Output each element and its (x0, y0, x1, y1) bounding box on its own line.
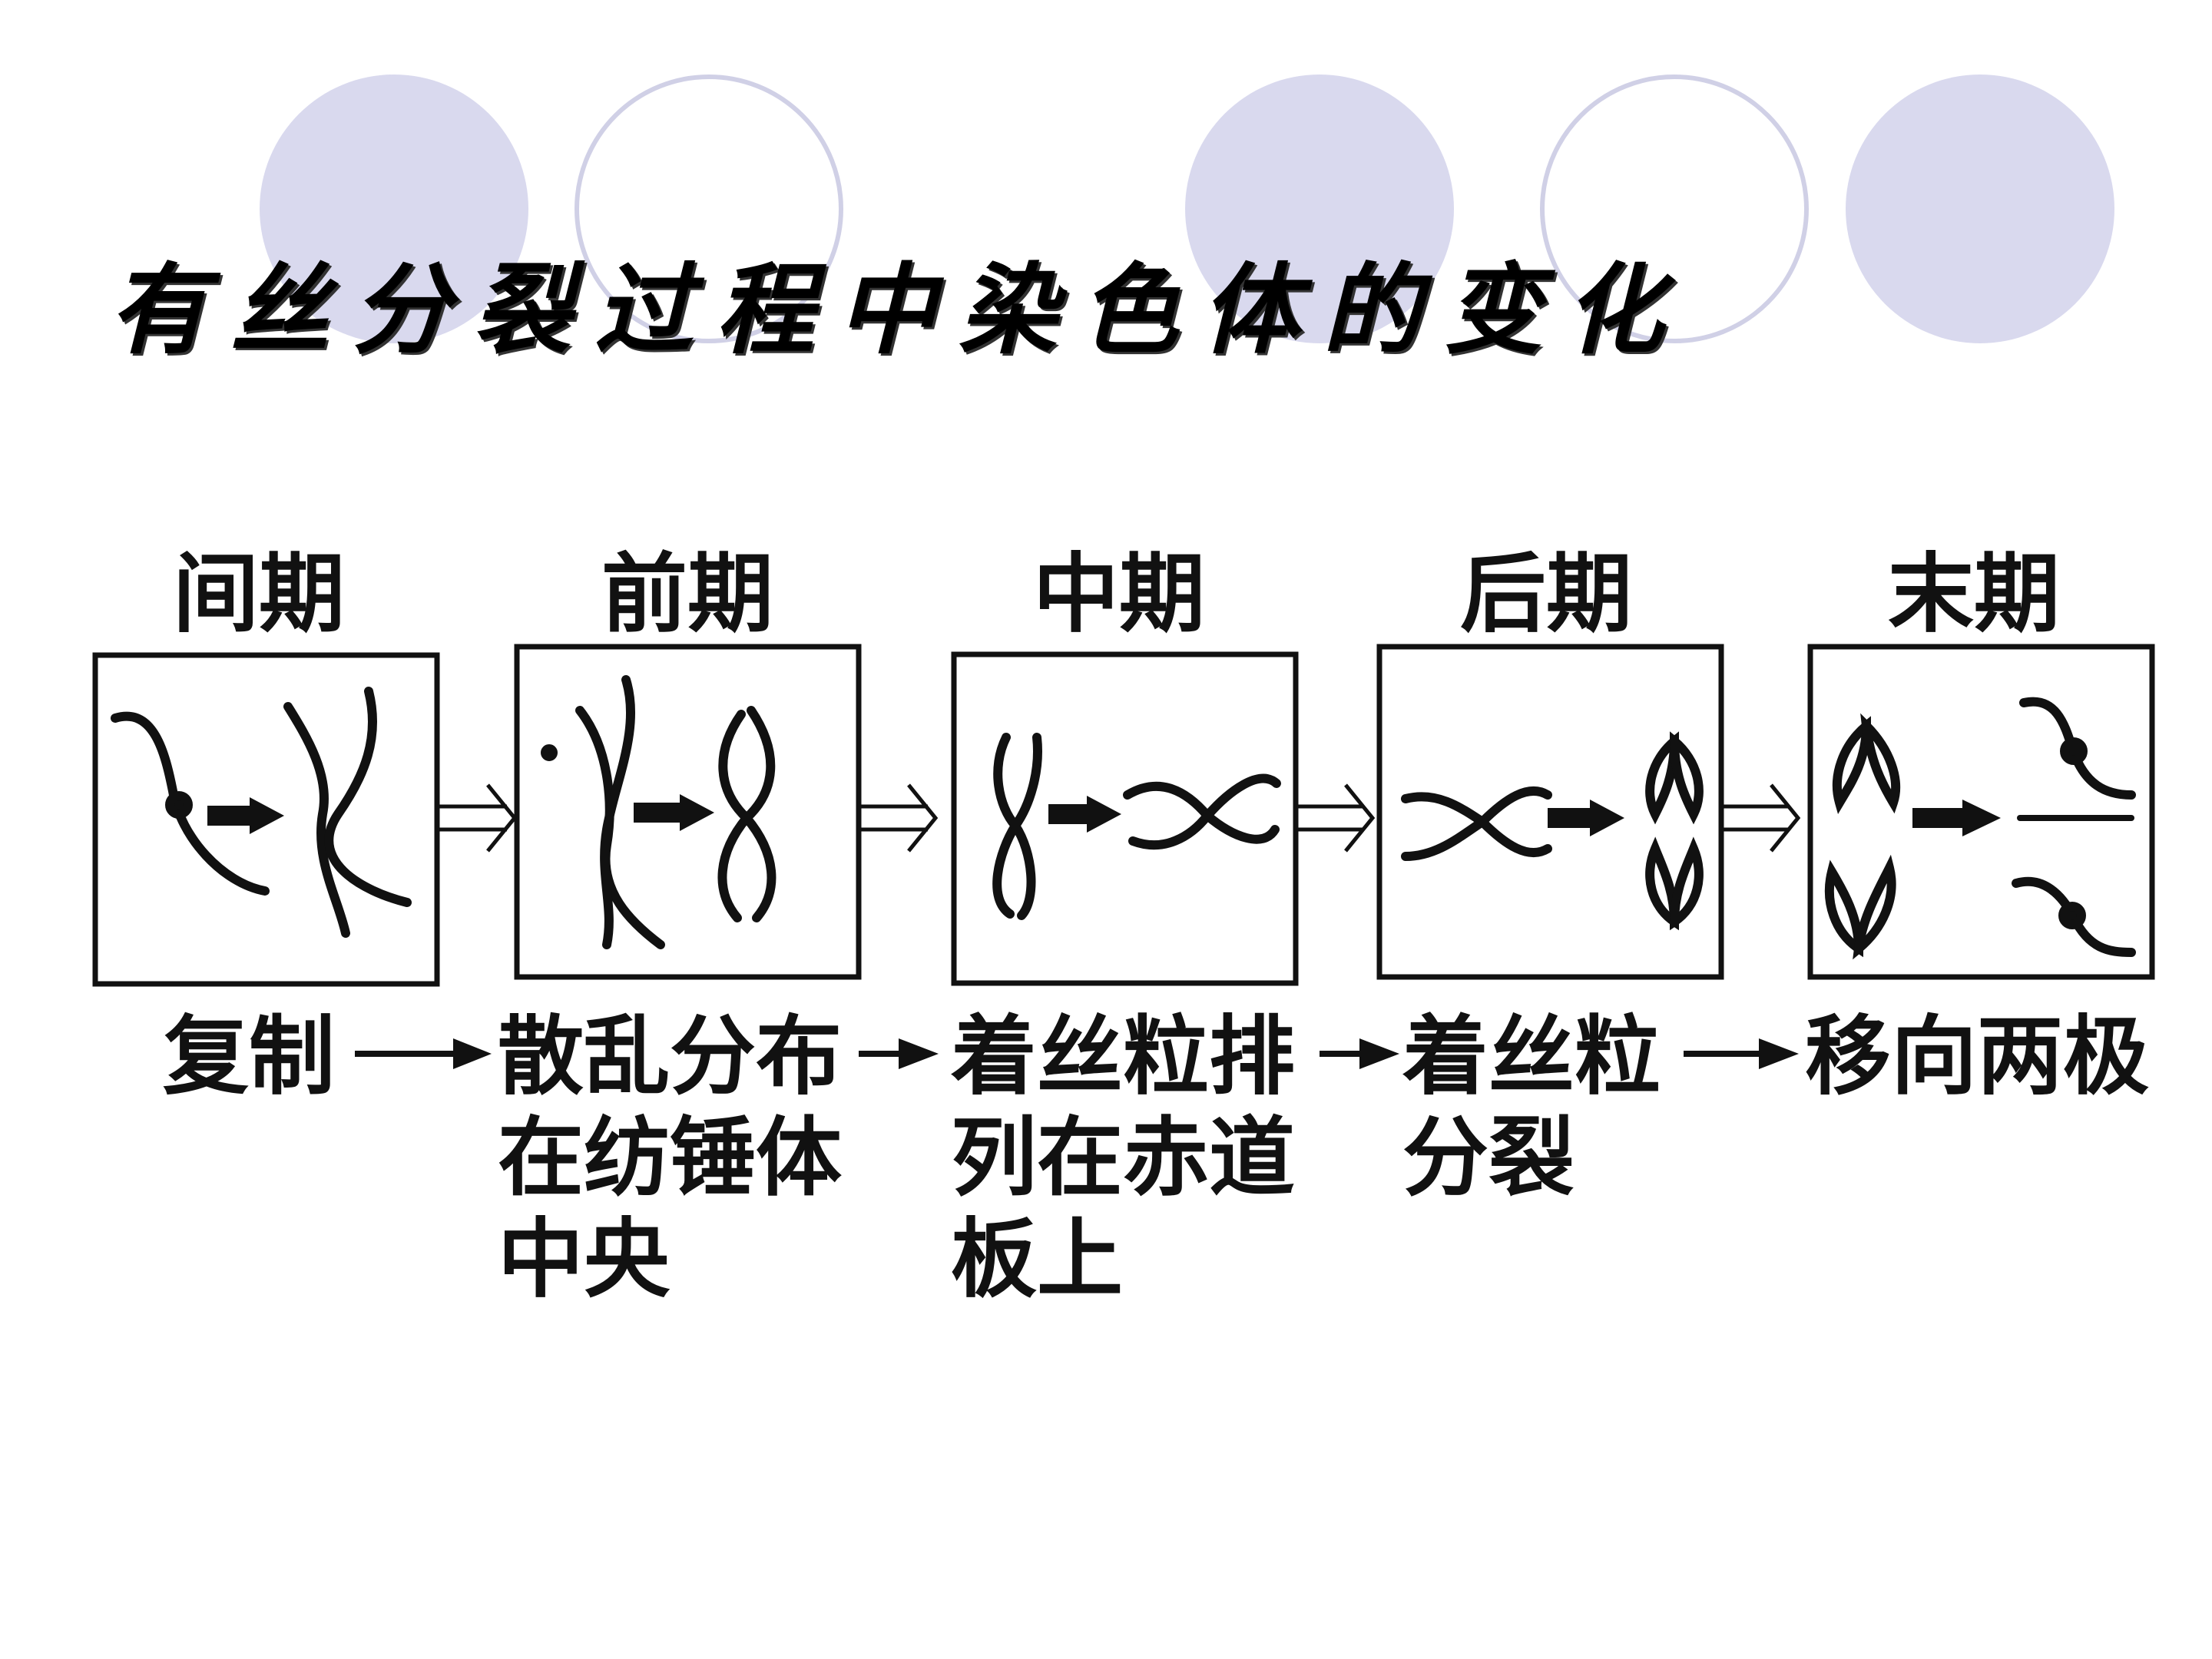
telophase-chromosomes (1824, 697, 2136, 960)
phase-description-anaphase: 着丝粒 分裂 (1402, 1007, 1661, 1208)
deco-circle-outline (575, 75, 843, 343)
metaphase-chromosomes (992, 733, 1281, 920)
deco-circle-filled (1846, 75, 2114, 343)
interphase-chromosomes (111, 687, 412, 938)
deco-circle-filled (1185, 75, 1454, 343)
phase-description-telophase: 移向两极 (1805, 1007, 2149, 1107)
phase-box-anaphase (1376, 644, 1724, 980)
phase-box-metaphase (951, 651, 1299, 986)
phase-description-metaphase: 着丝粒排 列在赤道 板上 (951, 1007, 1295, 1310)
transition-arrow (861, 783, 939, 853)
phase-box-telophase (1807, 644, 2155, 980)
phase-label-metaphase: 中期 (1033, 545, 1205, 644)
description-arrows (355, 1038, 1799, 1069)
decorative-circles (260, 75, 2114, 343)
deco-circle-filled (260, 75, 528, 343)
slide-title: 有丝分裂过程中染色体的变化 (109, 253, 1687, 368)
transition-arrows (439, 783, 1801, 853)
phase-label-telophase: 末期 (1888, 545, 2060, 644)
transition-arrow (439, 783, 518, 853)
phase-box-interphase (92, 652, 440, 987)
description-arrow (1684, 1038, 1799, 1069)
description-arrow (859, 1038, 939, 1069)
deco-circle-outline (1540, 75, 1809, 343)
phase-description-prophase: 散乱分布 在纺锤体 中央 (498, 1007, 842, 1310)
transition-arrow (1724, 783, 1801, 853)
phase-label-prophase: 前期 (601, 545, 773, 644)
transition-arrow (1298, 783, 1376, 853)
phase-box-prophase (514, 644, 862, 980)
prophase-chromosomes (541, 675, 777, 949)
description-arrow (355, 1038, 492, 1069)
phase-description-interphase: 复制 (163, 1007, 335, 1107)
description-arrow (1320, 1038, 1399, 1069)
anaphase-chromosomes (1401, 731, 1704, 931)
phase-label-anaphase: 后期 (1460, 545, 1632, 644)
phase-label-interphase: 间期 (173, 545, 345, 644)
